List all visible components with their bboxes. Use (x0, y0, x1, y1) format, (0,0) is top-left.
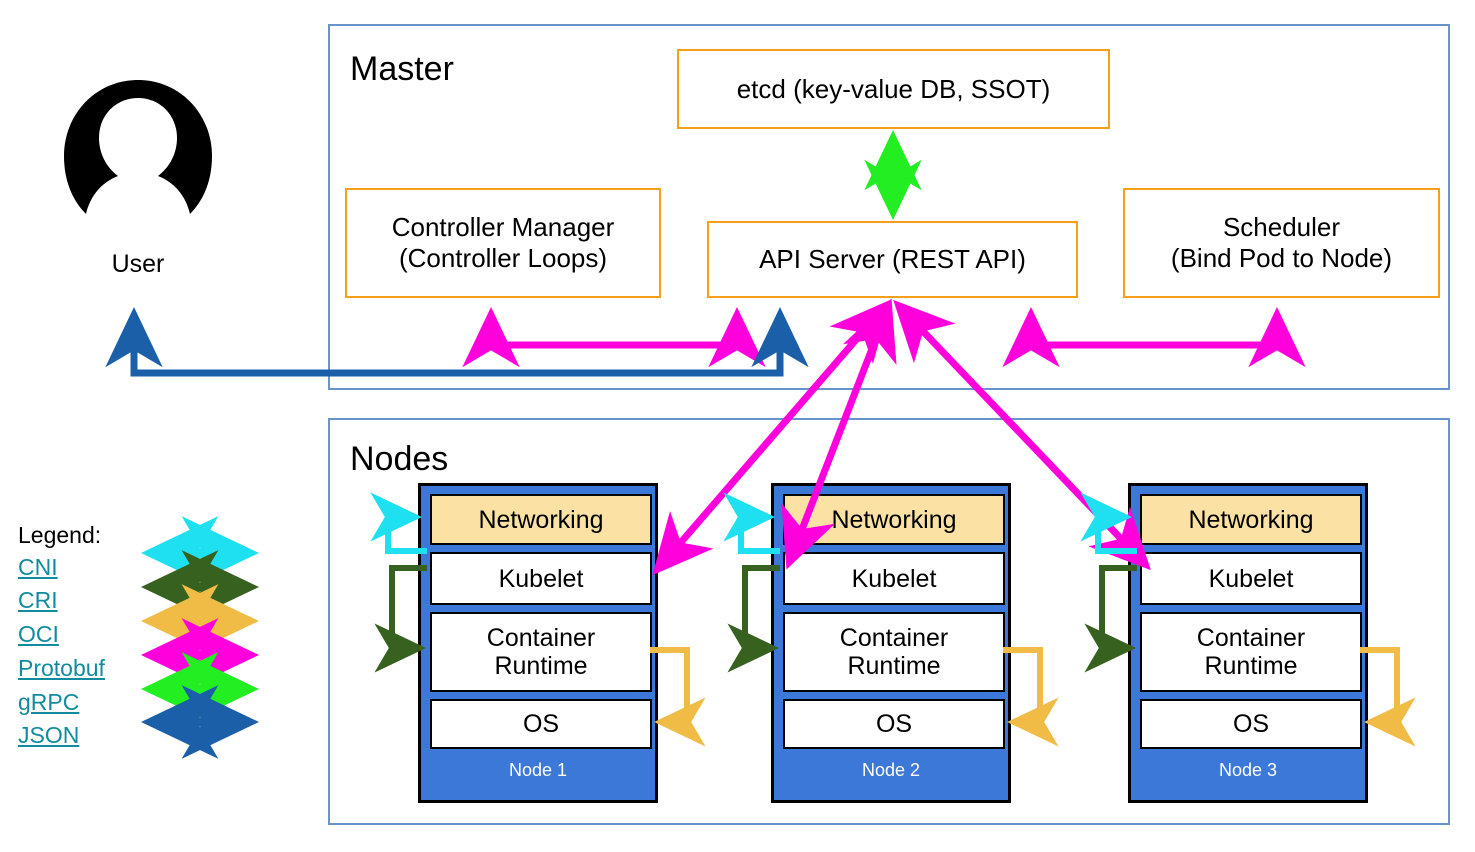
node-1-kubelet-layer[interactable]: Kubelet (430, 552, 652, 605)
node-2-container-runtime-layer[interactable]: Container Runtime (783, 612, 1005, 692)
legend-title: Legend: (18, 522, 102, 548)
node-2-container-runtime-line2: Runtime (847, 652, 941, 680)
node-3-container-runtime-line1: Container (1196, 624, 1306, 652)
api-server-box[interactable]: API Server (REST API) (707, 221, 1078, 298)
legend-item-cri[interactable]: CRI (18, 587, 58, 613)
scheduler-box[interactable]: Scheduler (Bind Pod to Node) (1123, 188, 1440, 298)
node-1-kubelet-label: Kubelet (498, 564, 584, 593)
node-1-container-runtime-line2: Runtime (494, 652, 588, 680)
master-title: Master (350, 50, 454, 88)
node-2-name: Node 2 (861, 760, 921, 780)
etcd-box[interactable]: etcd (key-value DB, SSOT) (677, 49, 1110, 129)
node-2-networking-label: Networking (831, 505, 957, 534)
node-3-container-runtime-layer[interactable]: Container Runtime (1140, 612, 1362, 692)
node-3-os-layer[interactable]: OS (1140, 699, 1362, 749)
node-2-container-runtime-line1: Container (839, 624, 949, 652)
scheduler-line2: (Bind Pod to Node) (1170, 243, 1393, 273)
controller-manager-box[interactable]: Controller Manager (Controller Loops) (345, 188, 661, 298)
node-2-os-label: OS (875, 710, 913, 738)
node-3-networking-label: Networking (1188, 505, 1314, 534)
node-1-os-label: OS (522, 710, 560, 738)
scheduler-line1: Scheduler (1222, 212, 1341, 243)
controller-manager-line1: Controller Manager (391, 212, 615, 243)
node-1-container-runtime-line1: Container (486, 624, 596, 652)
node-1-name: Node 1 (508, 760, 568, 780)
node-3-kubelet-layer[interactable]: Kubelet (1140, 552, 1362, 605)
legend-item-json[interactable]: JSON (18, 722, 80, 748)
nodes-title: Nodes (350, 440, 449, 478)
node-2-os-layer[interactable]: OS (783, 699, 1005, 749)
user-figure (62, 78, 214, 228)
node-2-kubelet-label: Kubelet (851, 564, 937, 593)
node-1-os-layer[interactable]: OS (430, 699, 652, 749)
node-3-name: Node 3 (1218, 760, 1278, 780)
node-card-2[interactable]: Networking Kubelet Container Runtime OS … (771, 483, 1011, 803)
node-2-networking-layer[interactable]: Networking (783, 494, 1005, 545)
legend-item-grpc[interactable]: gRPC (18, 689, 80, 715)
node-1-networking-layer[interactable]: Networking (430, 494, 652, 545)
etcd-label: etcd (key-value DB, SSOT) (736, 73, 1051, 104)
legend-item-protobuf[interactable]: Protobuf (18, 655, 105, 681)
node-1-container-runtime-layer[interactable]: Container Runtime (430, 612, 652, 692)
user-label: User (111, 250, 165, 278)
node-3-kubelet-label: Kubelet (1208, 564, 1294, 593)
node-1-networking-label: Networking (478, 505, 604, 534)
node-card-1[interactable]: Networking Kubelet Container Runtime OS … (418, 483, 658, 803)
node-3-networking-layer[interactable]: Networking (1140, 494, 1362, 545)
user-avatar-icon (64, 80, 212, 214)
node-2-kubelet-layer[interactable]: Kubelet (783, 552, 1005, 605)
legend-item-oci[interactable]: OCI (18, 621, 59, 647)
node-card-3[interactable]: Networking Kubelet Container Runtime OS … (1128, 483, 1368, 803)
legend-item-cni[interactable]: CNI (18, 554, 58, 580)
api-server-label: API Server (REST API) (759, 244, 1026, 275)
controller-manager-line2: (Controller Loops) (398, 243, 608, 273)
node-3-os-label: OS (1232, 710, 1270, 738)
node-3-container-runtime-line2: Runtime (1204, 652, 1298, 680)
